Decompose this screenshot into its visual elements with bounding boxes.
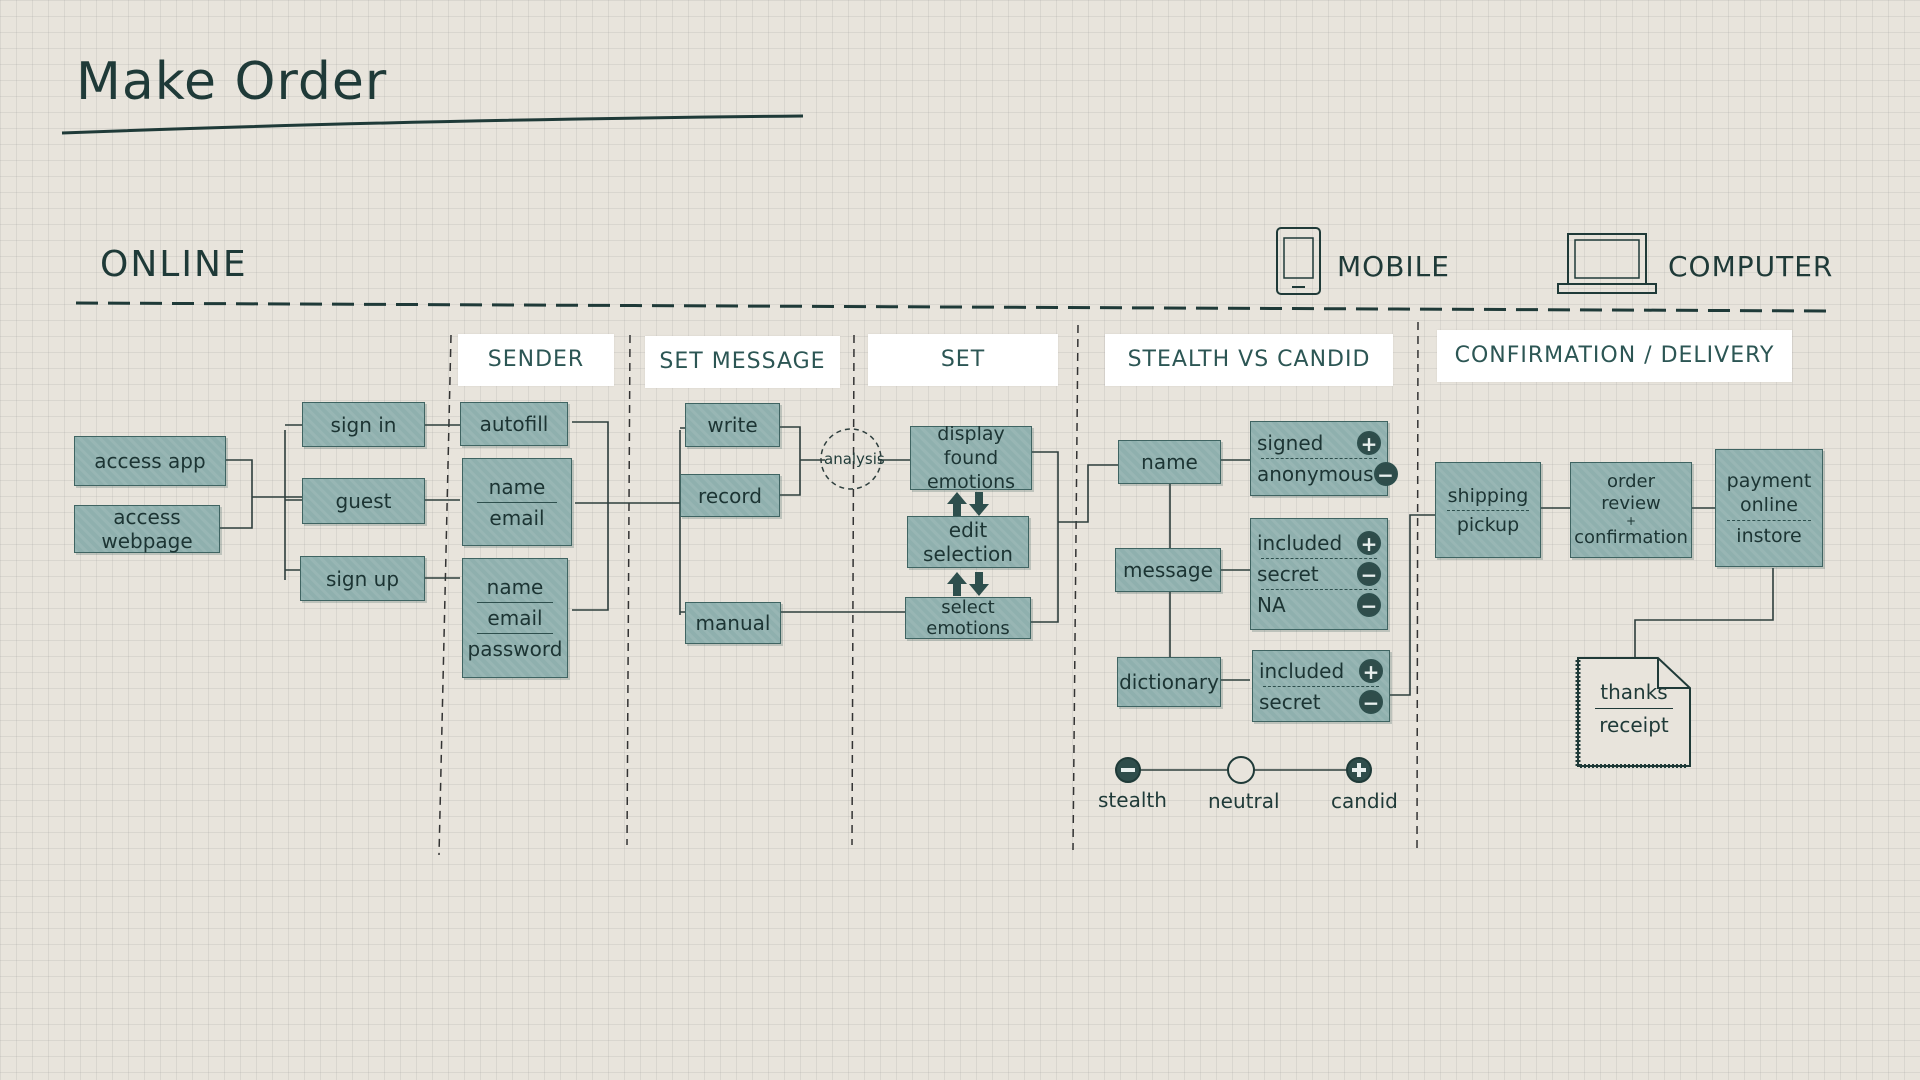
computer-icon xyxy=(1558,234,1656,294)
guest-email-field: email xyxy=(489,505,545,530)
payment-label: payment xyxy=(1726,469,1812,492)
record-label: record xyxy=(698,483,762,508)
sign-up-node[interactable]: sign up xyxy=(300,556,425,601)
guest-name-field: name xyxy=(488,474,546,499)
mobile-icon xyxy=(1277,228,1320,294)
computer-label: COMPUTER xyxy=(1668,250,1834,283)
option-secret: secret xyxy=(1257,562,1319,586)
analysis-label: analysis xyxy=(824,450,885,468)
guest-node[interactable]: guest xyxy=(302,478,425,524)
swap-arrows-icon xyxy=(945,490,991,518)
header-confirmation: CONFIRMATION / DELIVERY xyxy=(1437,330,1792,382)
select-emotions-label: select emotions xyxy=(926,597,1010,639)
sign-in-node[interactable]: sign in xyxy=(302,402,425,447)
stealth-dictionary-label: dictionary xyxy=(1119,670,1219,694)
message-options-node[interactable]: included + secret − NA − xyxy=(1250,518,1388,630)
signup-password-field: password xyxy=(467,637,563,661)
receipt-label: receipt xyxy=(1599,713,1669,737)
signup-fields-node[interactable]: name email password xyxy=(462,558,568,678)
neutral-circle-icon[interactable] xyxy=(1228,757,1254,783)
name-options-node[interactable]: signed + anonymous− xyxy=(1250,421,1398,496)
autofill-node[interactable]: autofill xyxy=(460,402,568,446)
header-set-message: SET MESSAGE xyxy=(645,336,840,388)
option-na: NA xyxy=(1257,593,1286,617)
option-signed: signed xyxy=(1257,431,1324,455)
record-node[interactable]: record xyxy=(680,474,780,517)
manual-label: manual xyxy=(695,611,771,635)
plus-sign-label: + xyxy=(1625,514,1637,528)
minus-icon[interactable]: − xyxy=(1357,593,1381,617)
sign-in-label: sign in xyxy=(330,412,397,437)
manual-node[interactable]: manual xyxy=(685,602,781,644)
display-emotions-label: display found emotions xyxy=(926,423,1016,493)
mobile-label: MOBILE xyxy=(1337,250,1450,283)
stealth-scale-minus-icon[interactable] xyxy=(1116,758,1140,782)
stealth-message-label: message xyxy=(1123,558,1213,582)
write-node[interactable]: write xyxy=(685,403,780,447)
receipt-document: thanks receipt xyxy=(1578,680,1690,737)
scale-neutral-label: neutral xyxy=(1208,789,1280,813)
stealth-name-node[interactable]: name xyxy=(1118,440,1221,484)
thanks-label: thanks xyxy=(1600,680,1668,704)
access-webpage-label: access webpage xyxy=(101,505,193,553)
shipping-label: shipping xyxy=(1447,484,1529,507)
order-review-label: order review xyxy=(1601,471,1661,514)
plus-icon[interactable]: + xyxy=(1357,531,1381,555)
stealth-message-node[interactable]: message xyxy=(1115,548,1221,592)
access-app-node[interactable]: access app xyxy=(74,436,226,486)
shipping-pickup-node[interactable]: shipping pickup xyxy=(1435,462,1541,558)
signup-email-field: email xyxy=(487,606,543,630)
edit-selection-label: edit selection xyxy=(923,518,1013,566)
guest-label: guest xyxy=(335,489,392,513)
page-title: Make Order xyxy=(76,52,388,112)
select-emotions-node[interactable]: select emotions xyxy=(905,597,1031,639)
confirmation-label: confirmation xyxy=(1574,527,1688,548)
swap-arrows-icon-2 xyxy=(945,570,991,598)
signup-name-field: name xyxy=(486,575,544,599)
edit-selection-node[interactable]: edit selection xyxy=(907,516,1029,568)
minus-icon[interactable]: − xyxy=(1373,462,1398,486)
candid-scale-plus-icon[interactable] xyxy=(1347,758,1371,782)
plus-icon[interactable]: + xyxy=(1359,658,1383,683)
option-dict-included: included xyxy=(1259,658,1345,683)
online-section-label: ONLINE xyxy=(100,244,248,285)
minus-icon[interactable]: − xyxy=(1359,689,1383,714)
pickup-label: pickup xyxy=(1456,513,1520,536)
autofill-label: autofill xyxy=(479,412,549,436)
option-included: included xyxy=(1257,531,1343,555)
write-label: write xyxy=(707,413,758,437)
sign-up-label: sign up xyxy=(325,566,400,591)
header-sender: SENDER xyxy=(458,334,614,386)
minus-icon[interactable]: − xyxy=(1357,562,1381,586)
dictionary-options-node[interactable]: included + secret − xyxy=(1252,650,1390,722)
header-set: SET xyxy=(868,334,1058,386)
payment-node[interactable]: payment online instore xyxy=(1715,449,1823,567)
order-review-node[interactable]: order review + confirmation xyxy=(1570,462,1692,558)
payment-online-label: online xyxy=(1740,493,1798,516)
display-emotions-node[interactable]: display found emotions xyxy=(910,423,1032,493)
scale-stealth-label: stealth xyxy=(1098,788,1167,812)
stealth-name-label: name xyxy=(1141,450,1198,474)
stealth-dictionary-node[interactable]: dictionary xyxy=(1117,657,1221,707)
guest-fields-node[interactable]: name email xyxy=(462,458,572,546)
payment-instore-label: instore xyxy=(1736,524,1802,547)
access-app-label: access app xyxy=(94,449,206,473)
plus-icon[interactable]: + xyxy=(1357,431,1381,455)
header-stealth: STEALTH VS CANDID xyxy=(1105,334,1393,386)
access-webpage-node[interactable]: access webpage xyxy=(74,505,220,553)
option-dict-secret: secret xyxy=(1259,689,1321,714)
scale-candid-label: candid xyxy=(1331,789,1398,813)
option-anonymous: anonymous xyxy=(1257,462,1374,486)
